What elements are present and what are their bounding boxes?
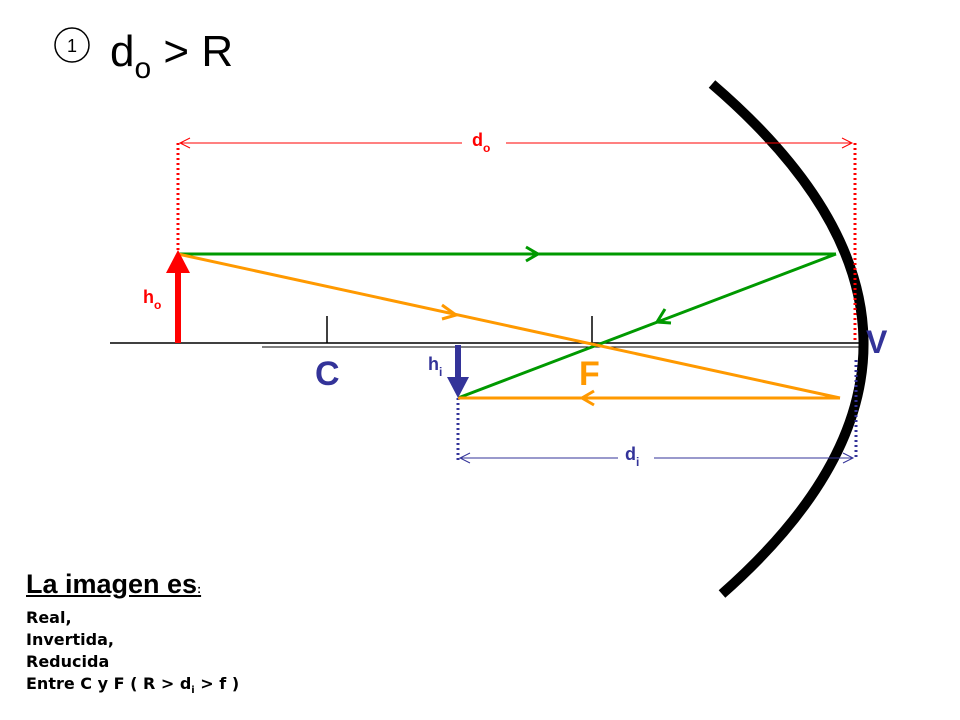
summary-item-inverted: Invertida, (26, 630, 114, 649)
ray-parallel-reflected-arrowhead (654, 308, 672, 325)
summary-heading: La imagen es: (26, 569, 202, 599)
ray-parallel-reflected (457, 252, 837, 400)
image-arrow-head (447, 377, 469, 398)
ray-focal-reflected-arrowhead (579, 389, 595, 407)
step-number-circle (54, 27, 90, 63)
focus-label: F (579, 355, 600, 393)
vertex-label: V (866, 324, 888, 360)
image-distance-label: di (625, 444, 639, 469)
ray-focal-incident-arrowhead (441, 303, 460, 321)
ray-focal-incident (177, 252, 841, 400)
page-title: do > R (110, 27, 233, 85)
image-height-label: hi (428, 354, 442, 379)
object-arrow-head (166, 250, 190, 273)
object-distance-arrowhead-right (841, 137, 854, 149)
ray-parallel-incident-arrowhead (525, 245, 541, 263)
step-number: 1 (67, 36, 77, 56)
concave-mirror (708, 80, 869, 598)
center-label: C (315, 355, 340, 393)
object-distance-arrowhead-left (178, 137, 191, 149)
image-characteristics: La imagen es: Real, Invertida, Reducida … (26, 566, 446, 702)
summary-item-reduced: Reducida (26, 652, 110, 671)
image-distance-arrowhead-right (842, 452, 855, 464)
summary-item-position: Entre C y F ( R > di > f ) (26, 674, 240, 697)
object-height-label: ho (143, 287, 161, 312)
object-distance-label: do (472, 130, 490, 155)
image-distance-arrowhead-left (458, 452, 471, 464)
summary-item-real: Real, (26, 608, 72, 627)
